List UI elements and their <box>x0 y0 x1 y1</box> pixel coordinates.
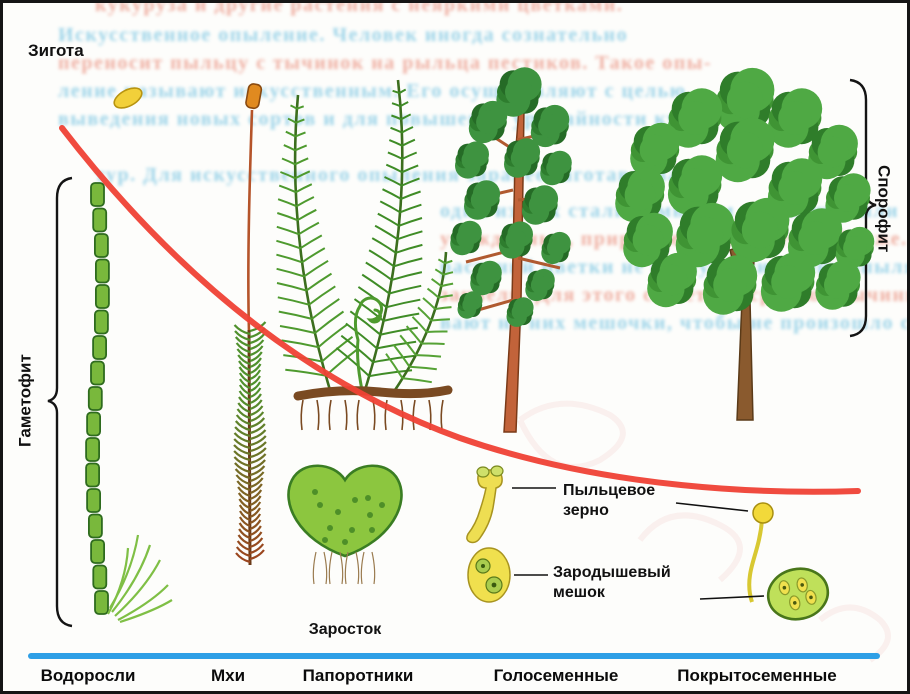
axis-label-gymnosperms: Голосеменные <box>493 666 619 685</box>
axis-label-angiosperms: Покрытосеменные <box>677 666 837 685</box>
baseline <box>28 653 880 659</box>
broadleaf-tree-illustration <box>615 67 875 421</box>
angiosperm-gametophyte-diagrams <box>747 502 830 621</box>
embryo-sac-label: Зародышевый мешок <box>553 564 671 601</box>
bleed-through-drawing <box>517 400 891 663</box>
grouping-brackets <box>47 78 877 628</box>
bleed-through-text-line: кукуруза и другие растения с неяркими цв… <box>95 0 624 16</box>
zygote-illustration <box>113 87 143 109</box>
sporophyte-label: Спорофит <box>874 164 894 253</box>
prothallus-illustration <box>287 464 403 585</box>
prothallus-label: Заросток <box>308 621 382 638</box>
axis-label-mosses: Мхи <box>210 666 246 685</box>
bleed-through-text-line: Искусственное опыление. Человек иногда с… <box>58 24 629 46</box>
bleed-through-text-line: переносит пыльцу с тычинок на рыльца пес… <box>58 52 713 74</box>
pollen-grain-label: Пыльцевое зерно <box>563 482 656 519</box>
zygote-label: Зигота <box>28 41 84 60</box>
axis-label-ferns: Папоротники <box>302 666 414 685</box>
axis-label-algae: Водоросли <box>40 666 136 685</box>
pine-illustration <box>450 67 572 433</box>
gametophyte-decline-curve <box>59 125 861 495</box>
algae-illustration <box>85 182 173 624</box>
moss-illustration <box>233 83 267 566</box>
gymnosperm-gametophyte-diagrams <box>466 465 511 603</box>
gametophyte-label: Гаметофит <box>15 354 35 448</box>
bleed-through-text-line: вают на них мешочки, чтобы не произошло … <box>440 312 910 334</box>
fern-illustration <box>276 79 454 431</box>
label-leader-lines <box>512 487 765 600</box>
